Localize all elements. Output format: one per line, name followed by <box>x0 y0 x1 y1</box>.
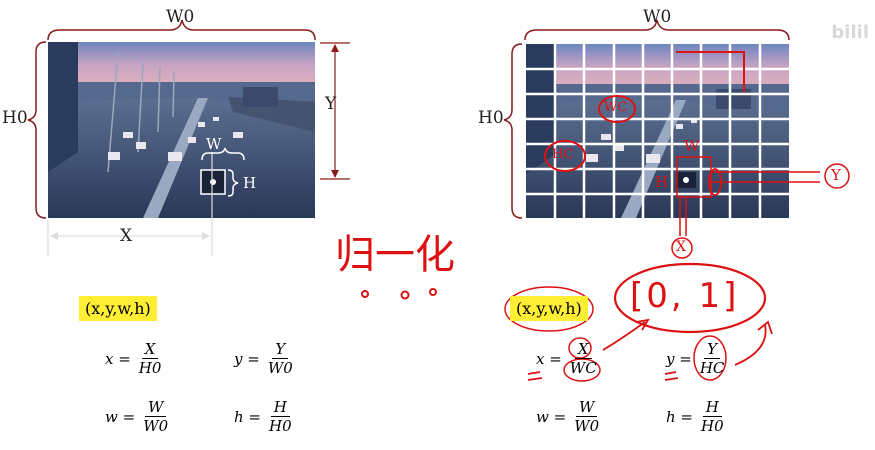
road-image-left <box>48 42 315 218</box>
handwritten-normalization: 归一化 <box>335 232 455 278</box>
right-wc-label: WC <box>604 100 628 115</box>
right-tuple-highlight: (x,y,w,h) <box>510 296 588 321</box>
left-tuple-highlight: (x,y,w,h) <box>79 296 157 321</box>
handwritten-dots <box>361 288 437 300</box>
right-w-label: W <box>684 137 700 155</box>
right-hc-label: HC <box>552 147 574 162</box>
normalized-range-label: [0, 1] <box>630 276 740 316</box>
right-w0-label: W0 <box>643 7 672 27</box>
right-h0-label: H0 <box>478 108 504 128</box>
right-y-label: Y <box>831 166 841 184</box>
right-x-label: X <box>676 239 686 255</box>
left-w0-label: W0 <box>166 7 195 27</box>
left-h-label: H <box>243 174 257 192</box>
left-w-label: W <box>206 135 222 153</box>
watermark-logo: bilil <box>831 22 869 43</box>
left-y-label: Y <box>325 94 337 114</box>
right-h-label: H <box>655 173 669 191</box>
road-image-right <box>526 44 789 218</box>
left-x-label: X <box>120 226 133 246</box>
left-h0-label: H0 <box>2 108 28 128</box>
